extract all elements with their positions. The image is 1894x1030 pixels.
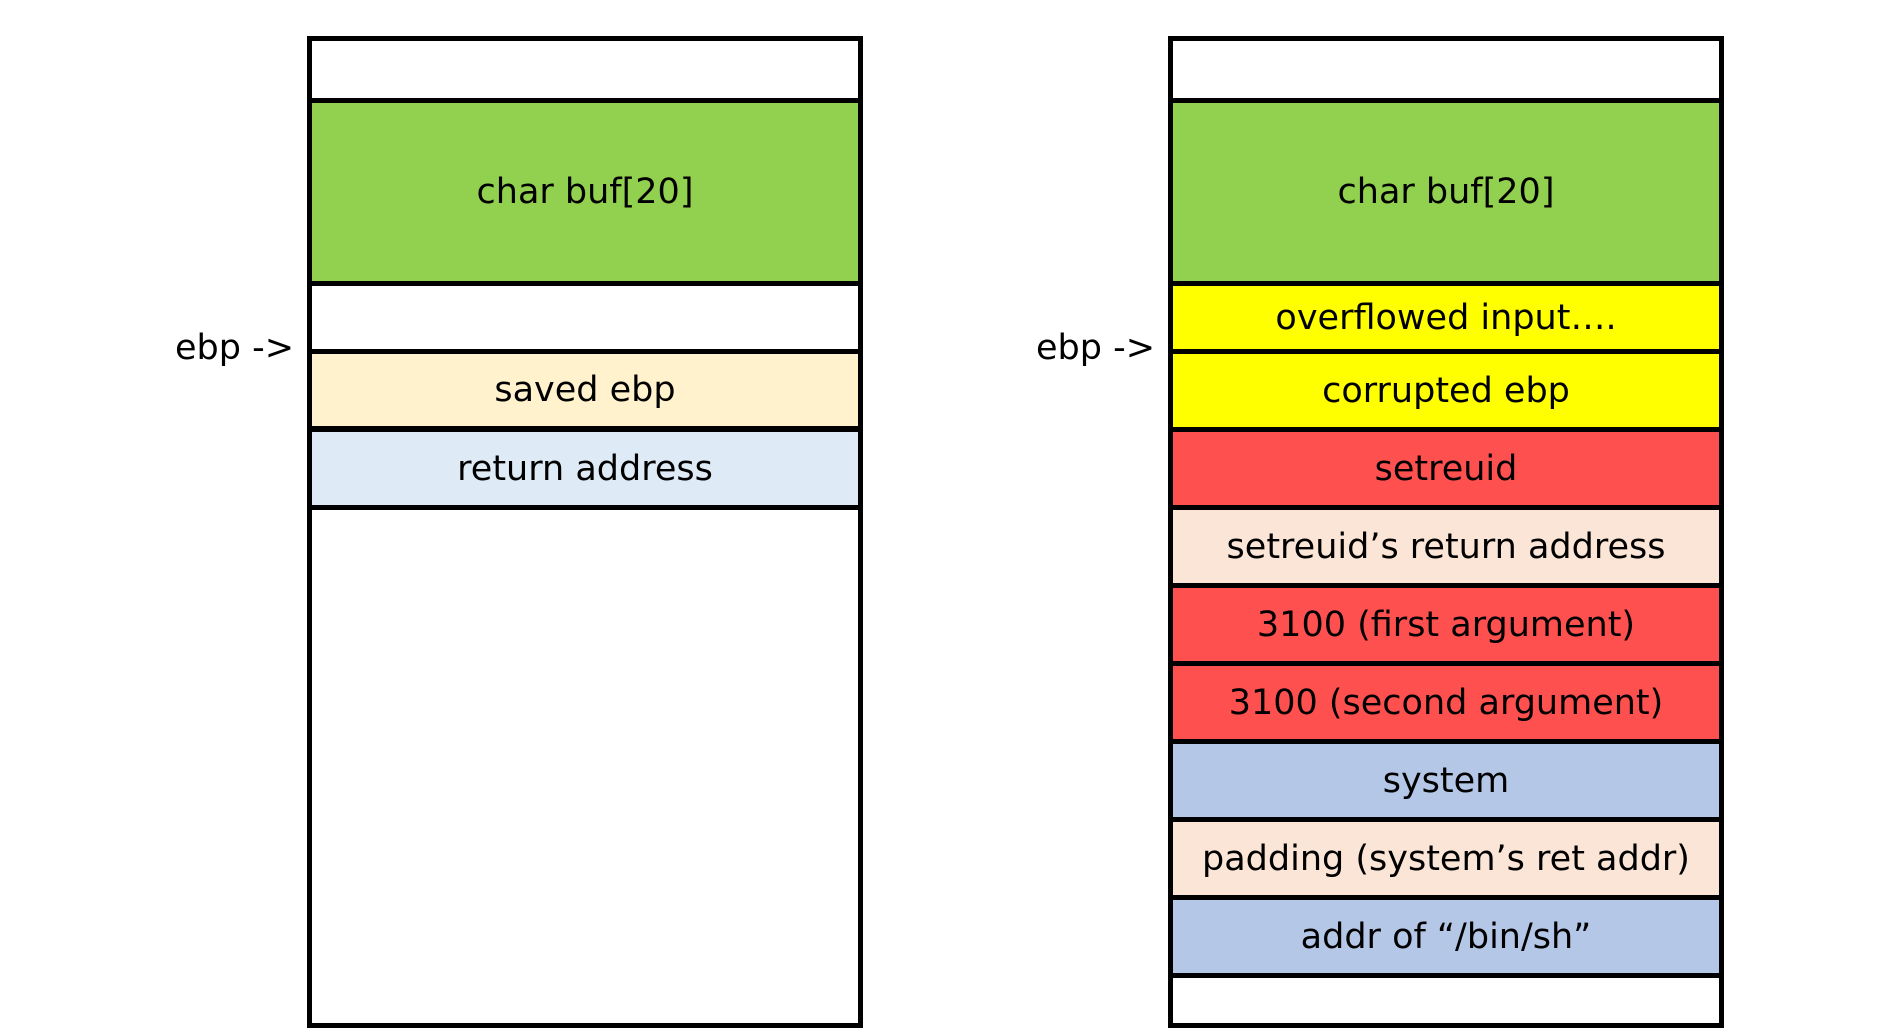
empty-divider [312, 281, 858, 354]
system-cell: system [1173, 739, 1719, 822]
padding-cell: padding (system’s ret addr) [1173, 817, 1719, 900]
overflowed-input-cell: overflowed input…. [1173, 281, 1719, 354]
buffer-cell: char buf[20] [1173, 98, 1719, 286]
original-stack-frame: char buf[20] saved ebp return address [307, 36, 863, 1028]
corrupted-ebp-cell: corrupted ebp [1173, 349, 1719, 432]
return-address-cell: return address [312, 427, 858, 510]
ebp-pointer-label: ebp -> [1036, 328, 1156, 368]
binsh-address-cell: addr of “/bin/sh” [1173, 895, 1719, 978]
exploited-stack-frame: char buf[20] overflowed input…. corrupte… [1168, 36, 1724, 1028]
ebp-pointer-label: ebp -> [175, 328, 295, 368]
setreuid-cell: setreuid [1173, 427, 1719, 510]
buffer-cell: char buf[20] [312, 98, 858, 286]
first-argument-cell: 3100 (first argument) [1173, 583, 1719, 666]
saved-ebp-cell: saved ebp [312, 349, 858, 431]
second-argument-cell: 3100 (second argument) [1173, 661, 1719, 744]
setreuid-return-address-cell: setreuid’s return address [1173, 505, 1719, 588]
